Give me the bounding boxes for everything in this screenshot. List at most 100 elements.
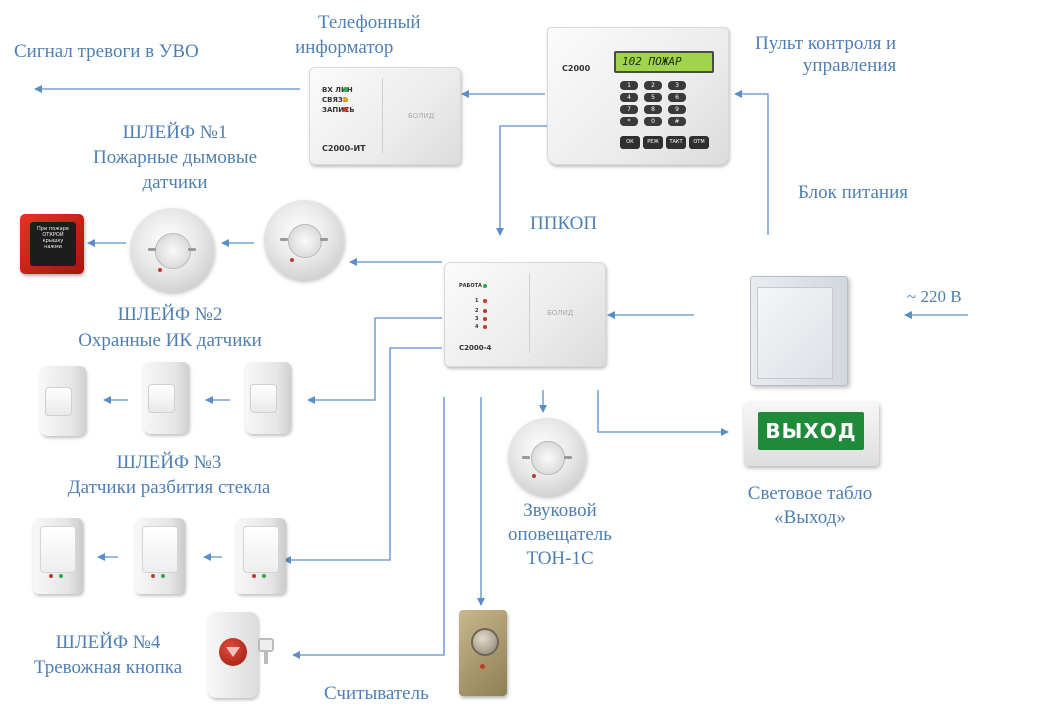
manual-call-point: При пожаре ОТКРОЙ крышку нажми: [20, 214, 84, 274]
phone-informer-device: ВХ ЛИН СВЯЗЬ ЗАПИСЬ C2000-ИТ БОЛИД: [309, 67, 461, 165]
exit-sign-text: ВЫХОД: [765, 419, 857, 443]
ir-motion-detector: [245, 362, 291, 434]
detector-vent: [188, 248, 196, 251]
smoke-detector: [264, 200, 344, 280]
ppkop-divider: [529, 273, 530, 353]
exit-sign-label: Световое табло «Выход»: [747, 483, 873, 528]
informer-led-red: [343, 107, 348, 112]
wire-ppkop-to-exit-sign: [597, 390, 729, 436]
ppkop-brand: БОЛИД: [547, 309, 574, 317]
control-panel-label: Пульт контроля и управления: [755, 33, 897, 76]
detector-vent: [320, 238, 328, 241]
informer-led-label-2: СВЯЗЬ: [322, 96, 349, 104]
ppkop-led-3: [483, 317, 487, 321]
keypad-key: 5: [644, 93, 662, 102]
keypad-function-key: ТАКТ: [666, 136, 686, 149]
detector-face: [243, 525, 279, 574]
detector-led: [262, 574, 266, 578]
wire-ppkop-to-loop3: [283, 347, 442, 564]
alarm-signal-label: Сигнал тревоги в УВО: [14, 41, 199, 62]
wire-ppkop-to-loop2: [307, 317, 442, 404]
loop3-label: ШЛЕЙФ №3 Датчики разбития стекла: [67, 452, 271, 498]
keypad-key: 6: [668, 93, 686, 102]
keypad-key: 0: [644, 117, 662, 126]
keypad-display: 102 ПОЖАР: [614, 51, 714, 73]
power-supply-door: [757, 287, 833, 379]
detector-center: [155, 233, 191, 269]
detector-led: [59, 574, 63, 578]
ppkop-led-label-3: 3: [475, 316, 479, 322]
detector-led: [158, 268, 162, 272]
keypad-function-key: ОК: [620, 136, 640, 149]
loop2-label: ШЛЕЙФ №2 Охранные ИК датчики: [78, 304, 262, 351]
ppkop-led-2: [483, 309, 487, 313]
wire-panel-to-ppkop: [496, 125, 548, 236]
keypad-display-text: 102 ПОЖАР: [622, 55, 682, 68]
annunciator-led: [532, 474, 536, 478]
ppkop-led-label-2: 2: [475, 308, 479, 314]
informer-led-label-3: ЗАПИСЬ: [322, 106, 355, 114]
panic-button: [208, 612, 258, 698]
keypad-key: #: [668, 117, 686, 126]
keypad-key: 7: [620, 105, 638, 114]
panic-button-cap: [219, 638, 247, 666]
detector-led: [161, 574, 165, 578]
detector-lens: [147, 383, 176, 413]
ppkop-led-4: [483, 325, 487, 329]
informer-led-green: [343, 87, 348, 92]
informer-led-label-1: ВХ ЛИН: [322, 86, 353, 94]
keypad-key: 8: [644, 105, 662, 114]
informer-divider: [382, 78, 383, 153]
ppkop-led-label-4: 4: [475, 324, 479, 330]
ppkop-led-1: [483, 299, 487, 303]
siren-label: Звуковой оповещатель ТОН-1С: [508, 500, 612, 569]
touch-memory-reader: [459, 610, 507, 696]
detector-vent: [280, 238, 288, 241]
detector-led: [151, 574, 155, 578]
detector-lens: [44, 387, 73, 416]
mains-label: ~ 220 В: [907, 287, 962, 306]
annunciator-center: [531, 441, 565, 475]
loop4-label: ШЛЕЙФ №4 Тревожная кнопка: [33, 632, 183, 678]
glass-break-detector: [135, 518, 185, 594]
glass-break-detector: [33, 518, 83, 594]
ppkop-led-label-1: 1: [475, 298, 479, 304]
ppkop-led-work: [483, 284, 487, 288]
detector-led: [49, 574, 53, 578]
phone-informer-label: Телефонный информатор: [295, 12, 421, 58]
power-unit-label: Блок питания: [798, 182, 909, 203]
power-supply-cabinet: [750, 276, 848, 386]
ppkop-device: РАБОТА 1 2 3 4 C2000-4 БОЛИД: [444, 262, 606, 367]
ppkop-label: ППКОП: [530, 213, 598, 234]
informer-led-yellow: [343, 97, 348, 102]
informer-brand: БОЛИД: [408, 112, 435, 120]
keypad-key: 2: [644, 81, 662, 90]
smoke-detector: [130, 208, 214, 292]
keypad-key: 4: [620, 93, 638, 102]
keypad-key: 3: [668, 81, 686, 90]
reader-led: [480, 664, 485, 669]
wire-ppkop-to-loop4: [292, 397, 445, 659]
ir-motion-detector: [143, 362, 189, 434]
reader-label: Считыватель: [324, 683, 429, 704]
triangle-down-icon: [226, 647, 240, 657]
detector-center: [288, 224, 322, 258]
sound-annunciator: [508, 418, 586, 496]
keypad-brand: C2000: [562, 64, 591, 73]
detector-led: [290, 258, 294, 262]
reader-contact: [471, 628, 499, 656]
keypad-function-key: РЕЖ: [643, 136, 663, 149]
keypad-key: 9: [668, 105, 686, 114]
key-blade: [264, 650, 268, 664]
annunciator-vent: [522, 456, 530, 459]
loop1-label: ШЛЕЙФ №1 Пожарные дымовые датчики: [92, 122, 258, 193]
keypad-key: *: [620, 117, 638, 126]
ir-motion-detector: [40, 366, 86, 436]
detector-lens: [249, 383, 278, 413]
informer-model: C2000-ИТ: [322, 144, 366, 153]
glass-break-detector: [236, 518, 286, 594]
ppkop-model: C2000-4: [459, 344, 492, 352]
detector-vent: [148, 248, 156, 251]
detector-face: [142, 525, 178, 574]
